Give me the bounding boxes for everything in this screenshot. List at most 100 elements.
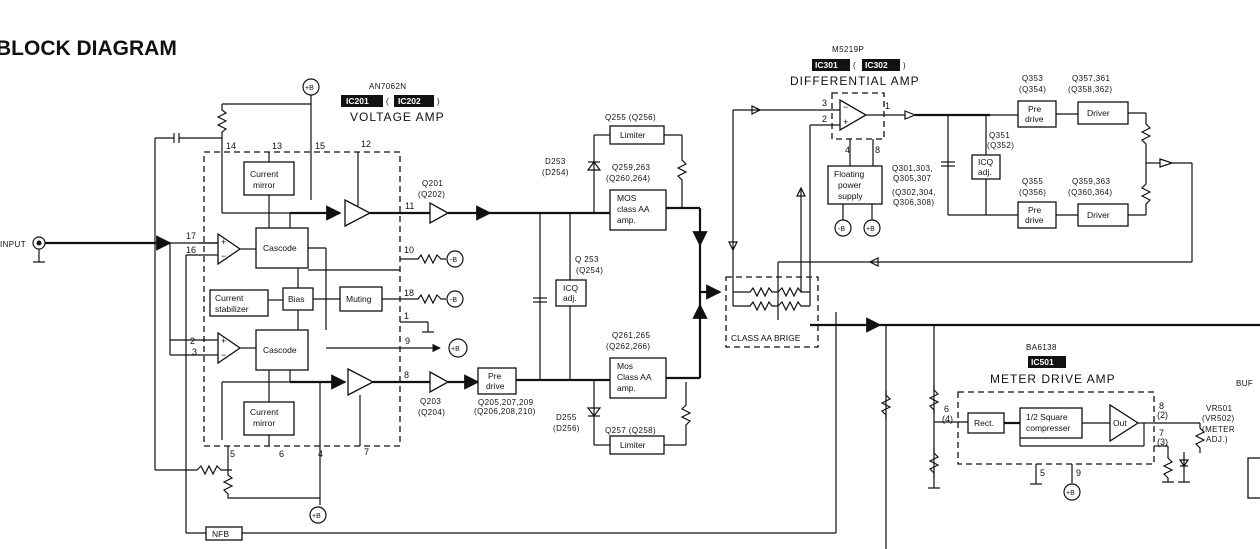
- svg-text:+: +: [843, 117, 848, 127]
- svg-text:drive: drive: [486, 381, 505, 391]
- svg-text:adj.: adj.: [978, 167, 992, 177]
- svg-text:Q351: Q351: [989, 131, 1010, 140]
- current-mirror-top-block: [243, 161, 295, 196]
- svg-text:amp.: amp.: [617, 383, 636, 393]
- svg-text:Q357,361: Q357,361: [1072, 74, 1110, 83]
- svg-text:Pre: Pre: [1028, 205, 1042, 215]
- svg-text:Q306,308): Q306,308): [893, 198, 934, 207]
- svg-text:(Q262,266): (Q262,266): [606, 342, 650, 351]
- icq-adj-left-block: [555, 279, 587, 307]
- svg-text:drive: drive: [1025, 114, 1044, 124]
- cascode-top-block: [255, 227, 309, 269]
- svg-text:+B: +B: [1066, 490, 1075, 497]
- svg-text:+: +: [221, 336, 226, 346]
- svg-text:): ): [903, 61, 906, 70]
- meter-drive-amp-title: METER DRIVE AMP: [990, 372, 1116, 386]
- diff-input-bottom: [217, 331, 242, 365]
- svg-text:VR501: VR501: [1206, 404, 1233, 413]
- voltage-amp-part-number: AN7062N: [369, 82, 407, 91]
- svg-text:2: 2: [190, 336, 195, 346]
- mos-amp-top-block: [609, 189, 667, 231]
- ic501-boundary: [957, 391, 1155, 465]
- svg-text:ICQ: ICQ: [563, 283, 579, 293]
- svg-text:7: 7: [1159, 428, 1164, 438]
- svg-text:mirror: mirror: [253, 180, 275, 190]
- svg-text:(METER: (METER: [1202, 425, 1235, 434]
- svg-text:amp.: amp.: [617, 215, 636, 225]
- pre-drive-top-block: [1017, 100, 1057, 128]
- svg-text:Q 253: Q 253: [575, 255, 599, 264]
- svg-text:1/2 Square: 1/2 Square: [1026, 412, 1068, 422]
- differential-amp-title: DIFFERENTIAL AMP: [790, 74, 920, 88]
- ic301-boundary: [831, 92, 885, 140]
- floating-power-supply-block: [827, 165, 883, 205]
- svg-text:Q353: Q353: [1022, 74, 1043, 83]
- svg-text:Q301,303,: Q301,303,: [892, 164, 933, 173]
- svg-text:Cascode: Cascode: [263, 345, 297, 355]
- svg-text:(2): (2): [1157, 410, 1168, 420]
- svg-text:MOS: MOS: [617, 193, 637, 203]
- svg-text:9: 9: [1076, 468, 1081, 478]
- svg-text:(Q356): (Q356): [1019, 188, 1046, 197]
- svg-text:ICQ: ICQ: [978, 157, 994, 167]
- compressor-block: [1019, 407, 1083, 439]
- ic201-tag: IC201: [346, 96, 369, 106]
- svg-text:ADJ.): ADJ.): [1206, 435, 1228, 444]
- svg-text:(Q352): (Q352): [987, 141, 1014, 150]
- svg-text:(: (: [853, 61, 856, 70]
- svg-text:18: 18: [404, 288, 414, 298]
- svg-text:Q259,263: Q259,263: [612, 163, 650, 172]
- svg-text:Q261,265: Q261,265: [612, 331, 650, 340]
- svg-text:(Q354): (Q354): [1019, 85, 1046, 94]
- svg-text:Pre: Pre: [1028, 104, 1042, 114]
- svg-text:(: (: [386, 97, 389, 106]
- svg-text:Limiter: Limiter: [620, 130, 646, 140]
- q201-buffer: [429, 201, 450, 225]
- svg-text:NFB: NFB: [212, 529, 229, 539]
- ic301-tag: IC301: [815, 60, 838, 70]
- svg-text:Q255 (Q256): Q255 (Q256): [605, 113, 656, 122]
- svg-text:Limiter: Limiter: [620, 440, 646, 450]
- svg-text:Pre: Pre: [488, 371, 502, 381]
- meter-drive-amp-header: BA6138 IC501 METER DRIVE AMP: [990, 343, 1116, 386]
- voltage-amp-title: VOLTAGE AMP: [350, 110, 445, 124]
- svg-text:BUF: BUF: [1236, 379, 1253, 388]
- svg-text:8: 8: [404, 370, 409, 380]
- class-aa-bridge-boundary: [725, 276, 819, 348]
- svg-text:stabilizer: stabilizer: [215, 304, 249, 314]
- current-stabilizer-block: [209, 289, 269, 317]
- ic202-tag: IC202: [398, 96, 421, 106]
- svg-text:+B: +B: [305, 85, 314, 92]
- class-aa-bridge-label: CLASS AA BRIGE: [731, 333, 801, 343]
- svg-text:compresser: compresser: [1026, 423, 1071, 433]
- svg-text:17: 17: [186, 231, 196, 241]
- icq-adj-right-block: [971, 154, 1001, 180]
- svg-text:Driver: Driver: [1087, 210, 1110, 220]
- svg-text:1: 1: [885, 101, 890, 111]
- voltage-amp-header: AN7062N IC201 ( IC202 ) VOLTAGE AMP: [341, 82, 445, 124]
- svg-text:(4): (4): [942, 414, 953, 424]
- svg-text:5: 5: [230, 449, 235, 459]
- ic501-tag: IC501: [1031, 357, 1054, 367]
- cropped-box: [1247, 457, 1260, 499]
- svg-text:6: 6: [944, 404, 949, 414]
- svg-text:Current: Current: [215, 293, 244, 303]
- svg-text:Q305,307: Q305,307: [893, 174, 931, 183]
- svg-text:Floating: Floating: [834, 169, 865, 179]
- svg-text:-B: -B: [450, 297, 457, 304]
- svg-text:4: 4: [845, 145, 850, 155]
- svg-text:Out: Out: [1113, 418, 1127, 428]
- svg-text:Bias: Bias: [288, 294, 305, 304]
- svg-text:13: 13: [272, 141, 282, 151]
- svg-text:15: 15: [315, 141, 325, 151]
- svg-text:Rect.: Rect.: [974, 418, 994, 428]
- svg-text:(VR502): (VR502): [1202, 414, 1235, 423]
- svg-text:M5219P: M5219P: [832, 45, 864, 54]
- svg-text:D253: D253: [545, 157, 566, 166]
- svg-text:(3): (3): [1157, 437, 1168, 447]
- svg-text:+B: +B: [451, 346, 460, 353]
- svg-text:9: 9: [405, 336, 410, 346]
- svg-text:Driver: Driver: [1087, 108, 1110, 118]
- svg-text:(Q360,364): (Q360,364): [1068, 188, 1112, 197]
